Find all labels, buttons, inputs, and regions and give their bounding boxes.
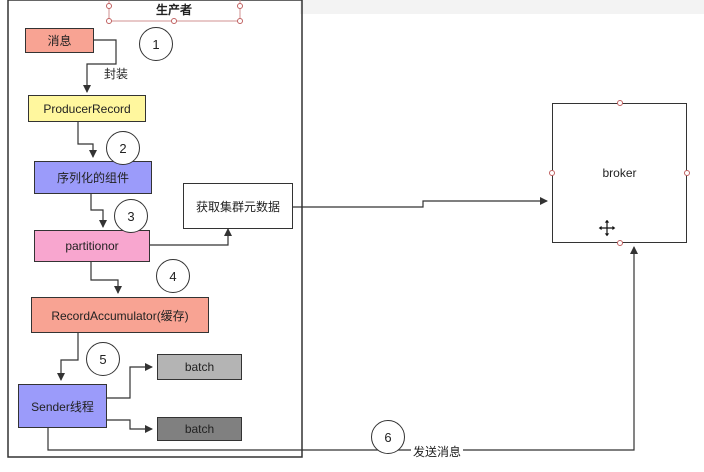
node-metadata[interactable]: 获取集群元数据 xyxy=(183,183,293,229)
node-batch-2[interactable]: batch xyxy=(157,417,242,441)
edge-sender-to-broker xyxy=(47,246,638,451)
step-1-marker: 1 xyxy=(139,27,173,61)
title-selection-handle-bottom-left[interactable] xyxy=(106,18,112,24)
step-4-marker: 4 xyxy=(156,259,190,293)
broker-handle-left[interactable] xyxy=(549,170,555,176)
node-partitioner[interactable]: partitionor xyxy=(34,230,150,262)
broker-handle-bottom[interactable] xyxy=(617,240,623,246)
edge-accumulator-to-sender xyxy=(57,333,79,381)
edge-serializer-to-partitioner xyxy=(90,194,107,228)
move-cursor-icon xyxy=(597,218,617,238)
producer-frame xyxy=(7,0,303,458)
canvas-top-band xyxy=(300,0,704,14)
producer-title: 生产者 xyxy=(155,2,192,17)
node-batch-1[interactable]: batch xyxy=(157,354,242,380)
edge-label-wrap: 封装 xyxy=(104,65,129,82)
broker-handle-right[interactable] xyxy=(684,170,690,176)
step-5-marker: 5 xyxy=(86,342,120,376)
edge-record-to-serializer xyxy=(77,121,97,158)
edge-partitioner-to-metadata xyxy=(150,228,232,246)
node-serializer[interactable]: 序列化的组件 xyxy=(34,161,152,194)
edge-label-send-message: 发送消息 xyxy=(411,443,464,460)
edge-message-to-record xyxy=(83,39,117,93)
title-selection-handle-bottom-center[interactable] xyxy=(171,18,177,24)
edge-metadata-to-broker xyxy=(293,197,548,208)
edge-sender-to-batch-2 xyxy=(107,419,153,433)
step-2-marker: 2 xyxy=(106,131,140,165)
title-selection-handle-top-right[interactable] xyxy=(237,3,243,9)
title-selection-handle-bottom-right[interactable] xyxy=(237,18,243,24)
title-selection-handle-top-left[interactable] xyxy=(106,3,112,9)
step-3-marker: 3 xyxy=(114,199,148,233)
node-broker[interactable]: broker xyxy=(552,103,687,243)
step-6-marker: 6 xyxy=(371,420,405,454)
node-record-accumulator[interactable]: RecordAccumulator(缓存) xyxy=(31,297,209,333)
node-sender-thread[interactable]: Sender线程 xyxy=(18,384,107,428)
edge-partitioner-to-accumulator xyxy=(90,262,122,294)
edge-sender-to-batch-1 xyxy=(107,363,153,399)
broker-handle-top[interactable] xyxy=(617,100,623,106)
node-message[interactable]: 消息 xyxy=(25,28,94,53)
node-producer-record[interactable]: ProducerRecord xyxy=(28,95,146,122)
